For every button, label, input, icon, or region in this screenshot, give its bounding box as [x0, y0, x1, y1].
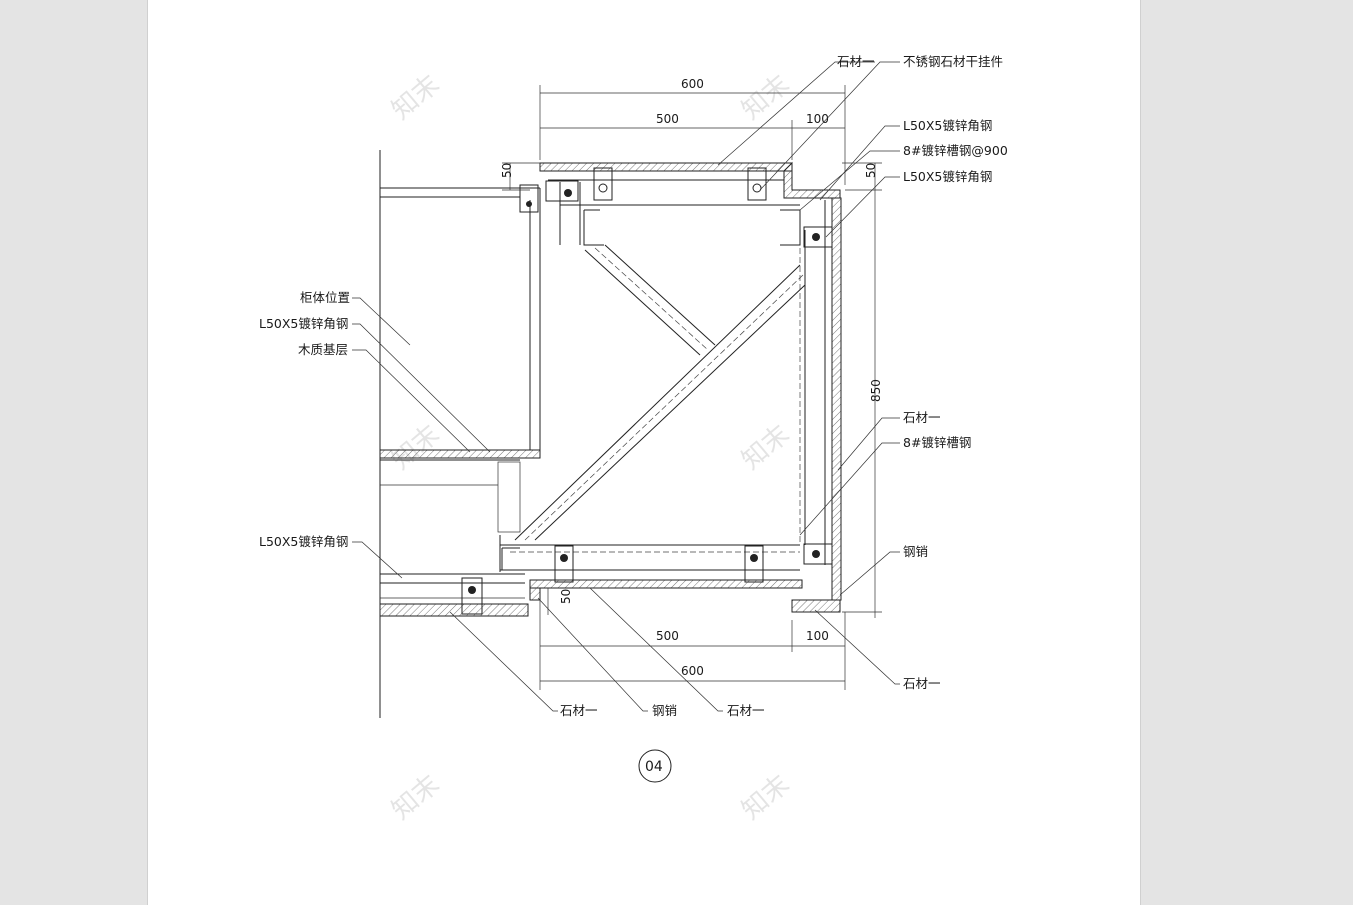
label-stone-bottom-right: 石材一: [903, 676, 941, 691]
label-steel-pin-bottom: 钢销: [652, 703, 677, 718]
dim-right-50: 50: [864, 163, 878, 178]
label-angle-steel-left: L50X5镀锌角钢: [259, 316, 348, 331]
label-angle-steel-top: L50X5镀锌角钢: [903, 118, 992, 133]
label-stone-bottom-1: 石材一: [560, 703, 598, 718]
dimension-lines: [502, 85, 882, 690]
label-angle-steel-right: L50X5镀锌角钢: [903, 169, 992, 184]
bottom-stone-panel: [379, 573, 803, 617]
steel-frame: [499, 244, 806, 572]
watermark: 知末: [736, 69, 795, 125]
right-stone-panel: [791, 197, 842, 613]
label-steel-pin-right: 钢销: [903, 544, 928, 559]
anchor-brackets: [461, 167, 833, 615]
dim-left-50: 50: [500, 163, 514, 178]
detail-number-circle: [638, 749, 672, 783]
cabinet-outline: [379, 187, 541, 533]
dim-top-right: 100: [806, 112, 829, 126]
label-wood-base: 木质基层: [298, 342, 348, 357]
label-stone-top: 石材一: [837, 54, 875, 69]
construction-detail-drawing: 知末 知末 知末 知末 知末 知末: [259, 54, 1008, 826]
dim-top-total: 600: [681, 77, 704, 91]
dim-bottom-total: 600: [681, 664, 704, 678]
watermark: 知末: [386, 769, 445, 825]
watermark: 知末: [736, 769, 795, 825]
drawing-page: 知末 知末 知末 知末 知末 知末: [148, 0, 1140, 905]
watermark: 知末: [736, 419, 795, 475]
label-stone-right: 石材一: [903, 410, 941, 425]
watermark: 知末: [386, 69, 445, 125]
label-stone-bottom-2: 石材一: [727, 703, 765, 718]
label-channel-900: 8#镀锌槽钢@900: [903, 143, 1008, 158]
label-angle-steel-bottom-left: L50X5镀锌角钢: [259, 534, 348, 549]
top-stone-panel: [539, 161, 841, 245]
leader-lines: [352, 61, 900, 712]
label-cabinet-position: 柜体位置: [300, 290, 350, 305]
dim-height-850: 850: [869, 379, 883, 402]
dim-top-left: 500: [656, 112, 679, 126]
detail-number: 04: [645, 759, 663, 775]
dim-bottom-50: 50: [559, 589, 573, 604]
dim-bottom-left: 500: [656, 629, 679, 643]
dim-bottom-right: 100: [806, 629, 829, 643]
label-channel-right: 8#镀锌槽钢: [903, 435, 971, 450]
watermark: 知末: [386, 419, 445, 475]
label-stainless-hanger: 不锈钢石材干挂件: [903, 54, 1003, 69]
